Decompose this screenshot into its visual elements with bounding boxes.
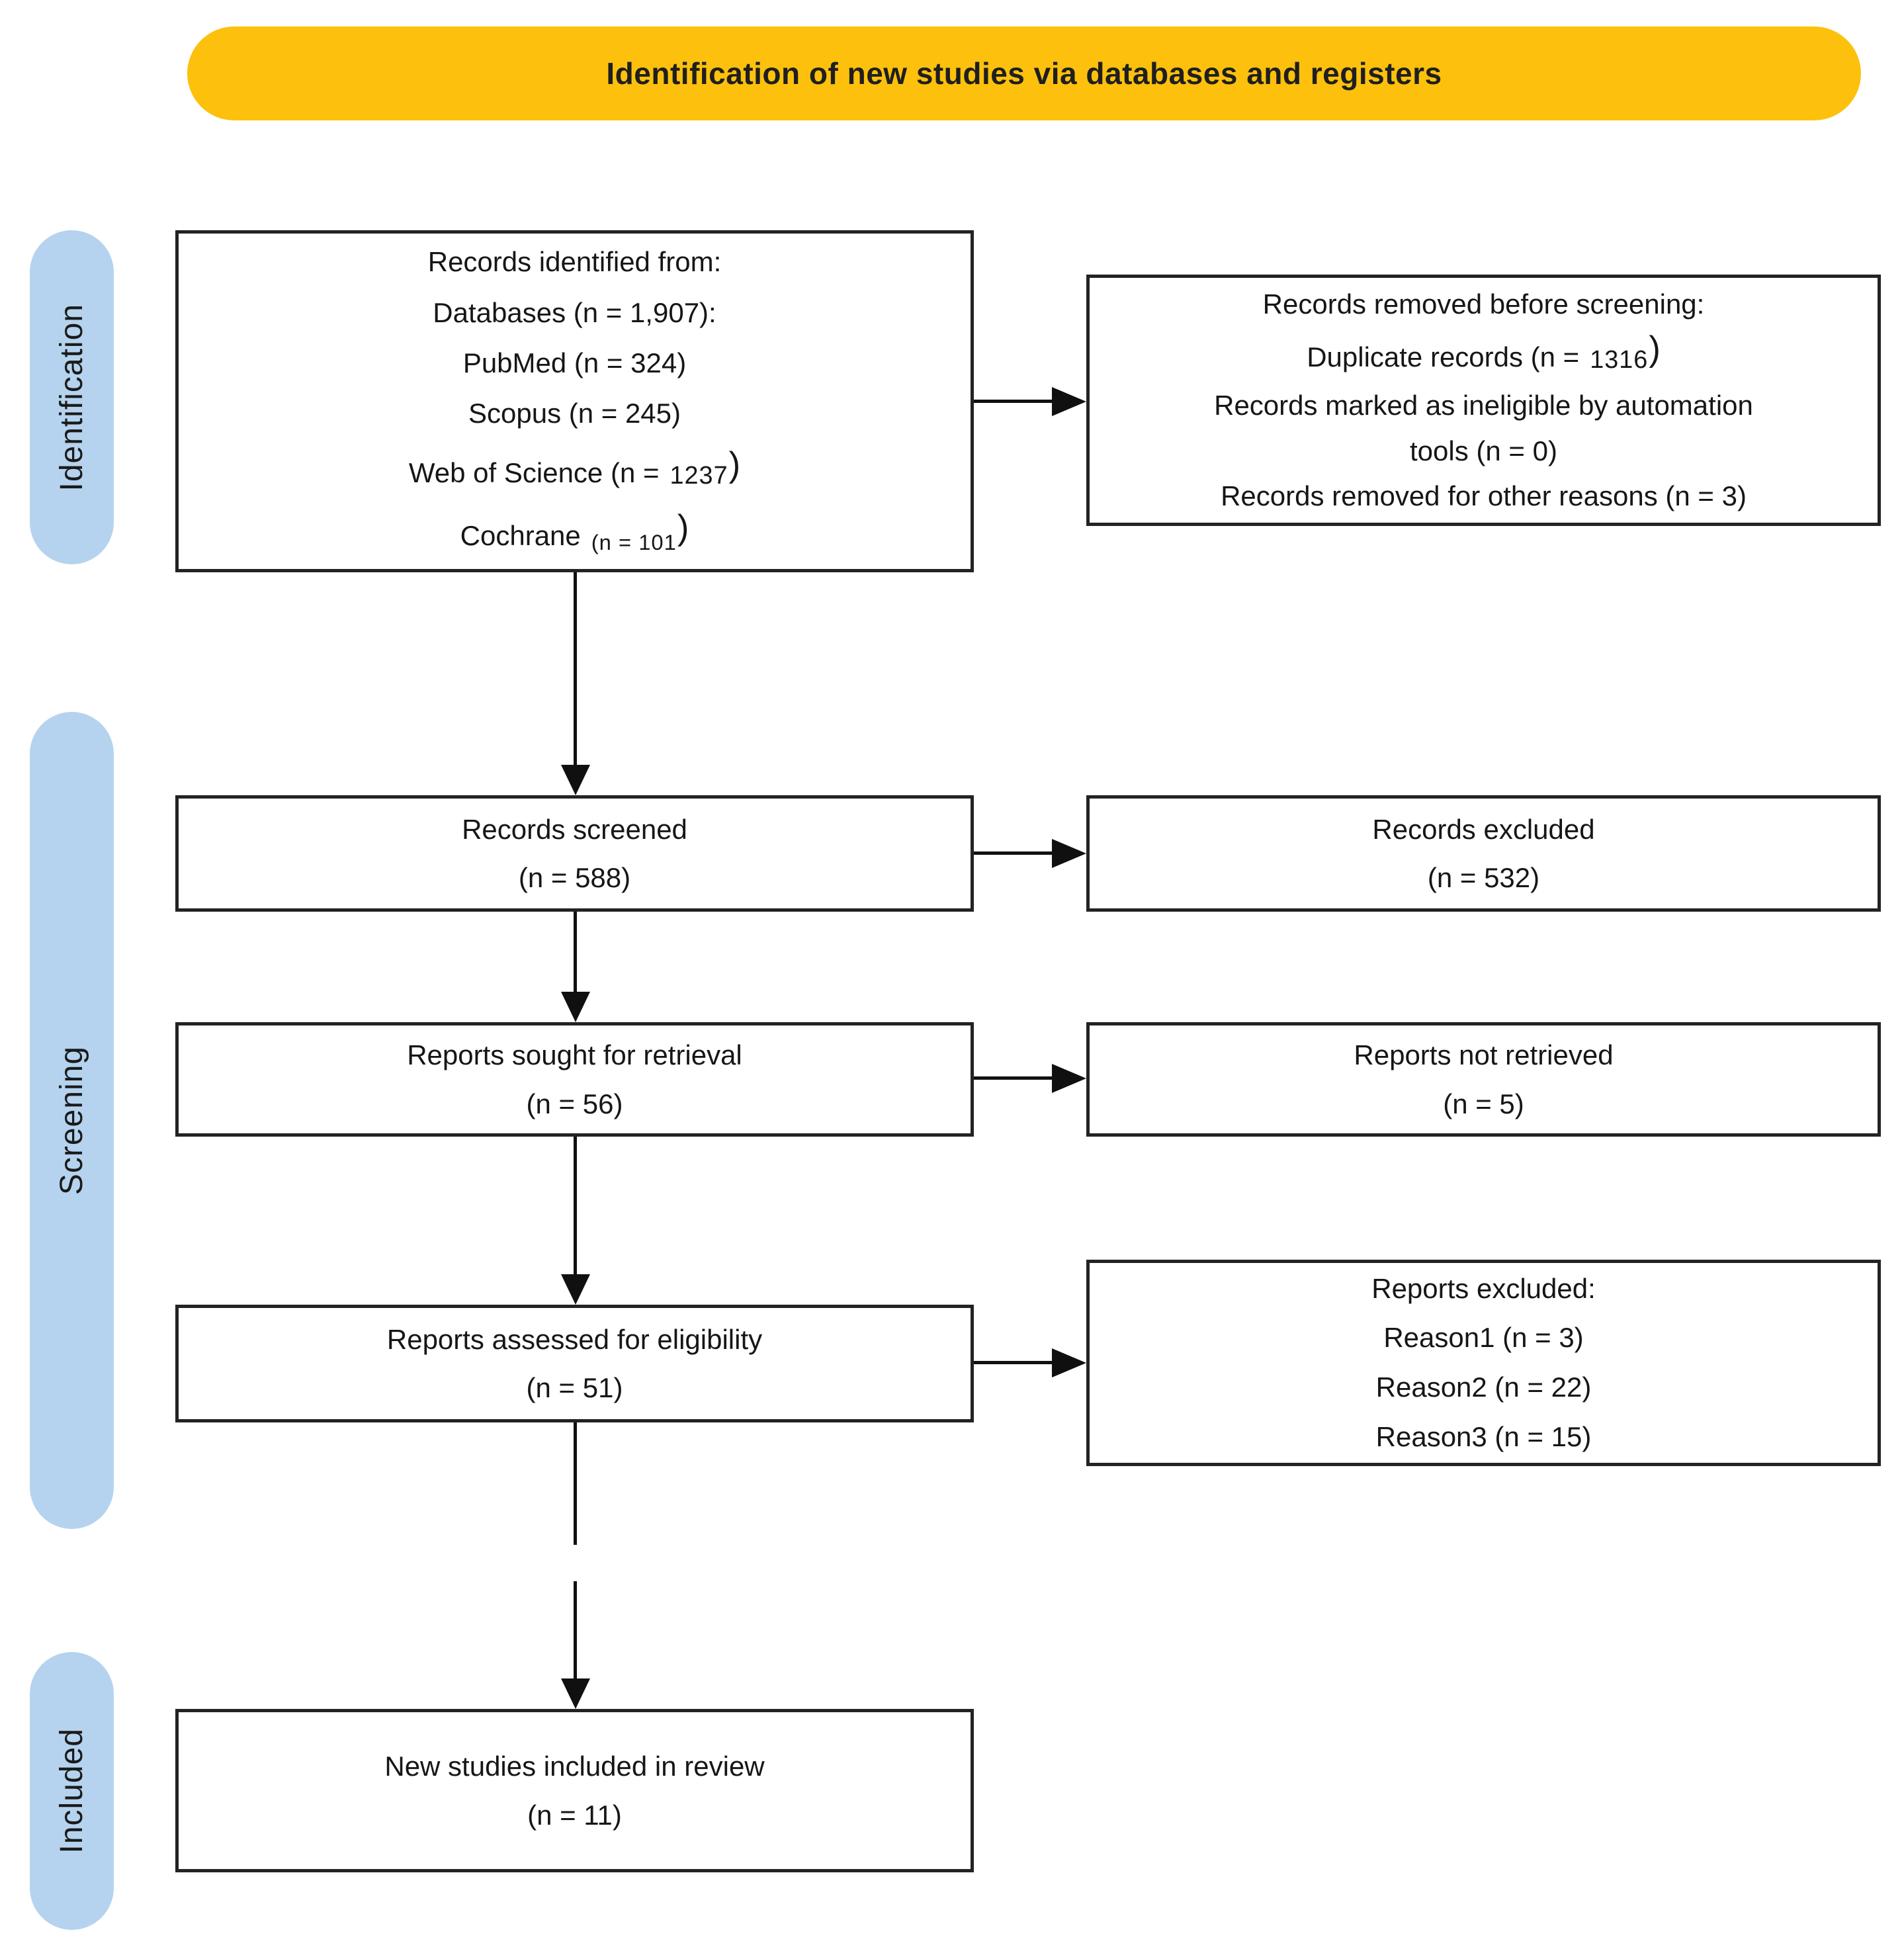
stage-pill-identification: Identification	[30, 230, 114, 564]
arrow-assessed-to-included-head	[561, 1678, 590, 1709]
text-line: (n = 56)	[526, 1088, 623, 1119]
text-segment: Web of Science (n =	[408, 457, 660, 488]
reports-sought-box: Reports sought for retrieval (n = 56)	[175, 1022, 974, 1137]
edited-number: 1316	[1590, 346, 1649, 374]
stage-label-identification: Identification	[54, 303, 89, 492]
banner: Identification of new studies via databa…	[187, 26, 1861, 120]
arrow-screened-to-sought-head	[561, 992, 590, 1022]
text-line: Reports sought for retrieval	[407, 1039, 742, 1070]
text-line: Reason1 (n = 3)	[1383, 1322, 1584, 1354]
text-line: Databases (n = 1,907):	[433, 296, 716, 328]
edited-paren: )	[677, 508, 689, 548]
arrow-identified-to-screened-head	[561, 765, 590, 795]
banner-title: Identification of new studies via databa…	[606, 56, 1442, 91]
text-line: PubMed (n = 324)	[462, 347, 687, 378]
text-line: tools (n = 0)	[1410, 435, 1557, 466]
edited-paren: )	[1649, 329, 1661, 369]
text-line: Reason2 (n = 22)	[1375, 1371, 1592, 1403]
reports-excluded-box: Reports excluded: Reason1 (n = 3) Reason…	[1086, 1260, 1881, 1466]
arrow-screened-to-sought-line	[574, 912, 577, 994]
arrow-sought-to-notretrieved-line	[974, 1076, 1055, 1080]
text-line: Records removed for other reasons (n = 3…	[1221, 480, 1747, 511]
text-line: (n = 51)	[526, 1372, 623, 1403]
arrow-identified-to-removed-head	[1052, 387, 1086, 416]
records-identified-box: Records identified from: Databases (n = …	[175, 230, 974, 572]
text-line: Records screened	[462, 813, 687, 845]
text-line: Reports assessed for eligibility	[386, 1323, 763, 1355]
text-line: Web of Science (n = 1237)	[409, 439, 740, 503]
new-studies-included-box: New studies included in review (n = 11)	[175, 1709, 974, 1872]
arrow-assessed-to-included-line-upper	[574, 1422, 577, 1545]
text-line: Reports excluded:	[1371, 1272, 1596, 1304]
text-line: Records removed before screening:	[1262, 288, 1705, 320]
arrow-screened-to-excluded-head	[1052, 839, 1086, 868]
stage-label-included: Included	[54, 1728, 89, 1854]
text-line: New studies included in review	[384, 1751, 765, 1782]
records-screened-box: Records screened (n = 588)	[175, 795, 974, 912]
arrow-identified-to-screened-line	[574, 572, 577, 767]
arrow-assessed-to-included-line-lower	[574, 1581, 577, 1681]
edited-paren: )	[728, 445, 741, 484]
arrow-screened-to-excluded-line	[974, 851, 1055, 855]
text-line: Duplicate records (n = 1316)	[1307, 327, 1661, 383]
reports-assessed-box: Reports assessed for eligibility (n = 51…	[175, 1305, 974, 1422]
arrow-identified-to-removed-line	[974, 400, 1055, 403]
arrow-sought-to-notretrieved-head	[1052, 1064, 1086, 1093]
text-line: Cochrane (n = 101)	[460, 502, 689, 566]
arrow-assessed-to-reportsexcluded-line	[974, 1361, 1055, 1364]
stage-pill-included: Included	[30, 1652, 114, 1930]
edited-number: (n = 101	[591, 530, 677, 555]
text-line: Reports not retrieved	[1354, 1039, 1614, 1070]
edited-number: 1237	[670, 461, 728, 490]
arrow-sought-to-assessed-head	[561, 1274, 590, 1305]
text-line: Reason3 (n = 15)	[1375, 1420, 1592, 1452]
text-line: (n = 11)	[527, 1799, 622, 1831]
text-line: (n = 532)	[1427, 862, 1540, 893]
text-line: (n = 588)	[518, 862, 631, 893]
text-line: Records marked as ineligible by automati…	[1214, 390, 1753, 421]
stage-label-screening: Screening	[54, 1045, 89, 1196]
reports-not-retrieved-box: Reports not retrieved (n = 5)	[1086, 1022, 1881, 1137]
text-line: Records identified from:	[427, 246, 722, 278]
arrow-sought-to-assessed-line	[574, 1137, 577, 1277]
text-line: (n = 5)	[1443, 1088, 1524, 1119]
text-line: Records excluded	[1372, 813, 1595, 845]
stage-pill-screening: Screening	[30, 712, 114, 1529]
text-segment: Cochrane	[460, 520, 581, 552]
arrow-assessed-to-reportsexcluded-head	[1052, 1348, 1086, 1377]
text-segment: Duplicate records (n =	[1307, 341, 1580, 373]
records-excluded-box: Records excluded (n = 532)	[1086, 795, 1881, 912]
text-line: Scopus (n = 245)	[468, 398, 681, 429]
records-removed-box: Records removed before screening: Duplic…	[1086, 275, 1881, 526]
